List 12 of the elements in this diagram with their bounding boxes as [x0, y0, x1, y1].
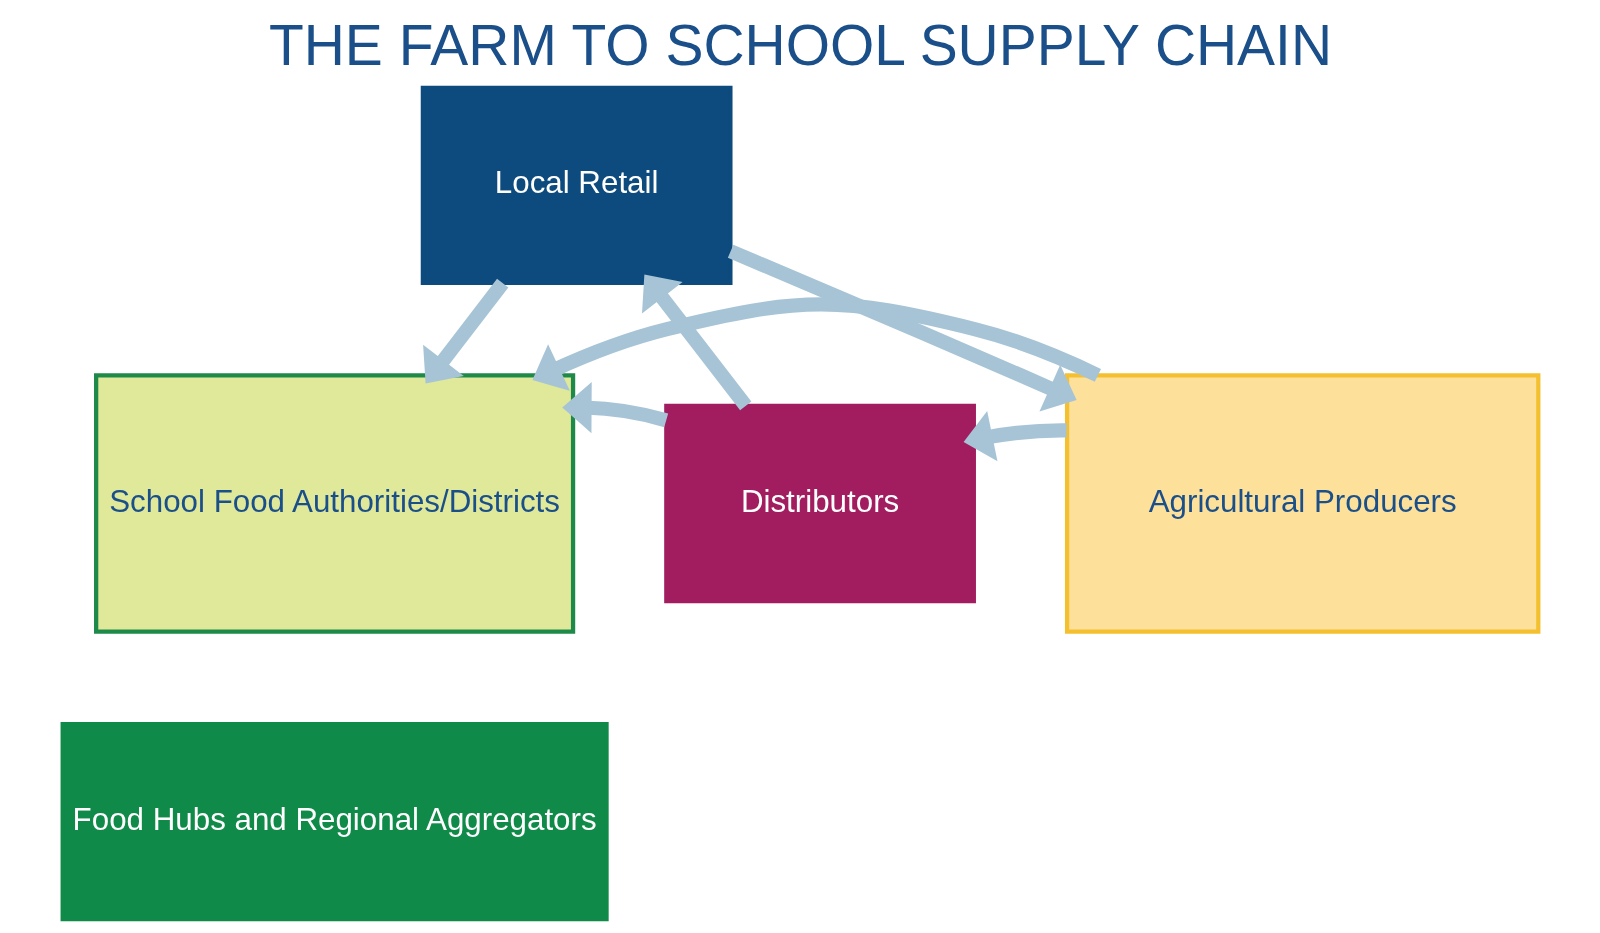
node-box: Local Retail — [420, 85, 733, 285]
arrow — [531, 297, 1101, 391]
arrow — [727, 244, 1077, 412]
arrow — [963, 411, 1067, 462]
node-box: Distributors — [663, 403, 976, 604]
node-box: Food Hubs and Regional Aggregators — [60, 722, 609, 922]
arrow — [561, 381, 668, 434]
node-box: Agricultural Producers — [1064, 373, 1540, 634]
node-box: School Food Authorities/Districts — [93, 373, 575, 634]
arrow — [422, 278, 508, 384]
arrow — [641, 274, 751, 411]
diagram-title: THE FARM TO SCHOOL SUPPLY CHAIN — [268, 13, 1332, 78]
